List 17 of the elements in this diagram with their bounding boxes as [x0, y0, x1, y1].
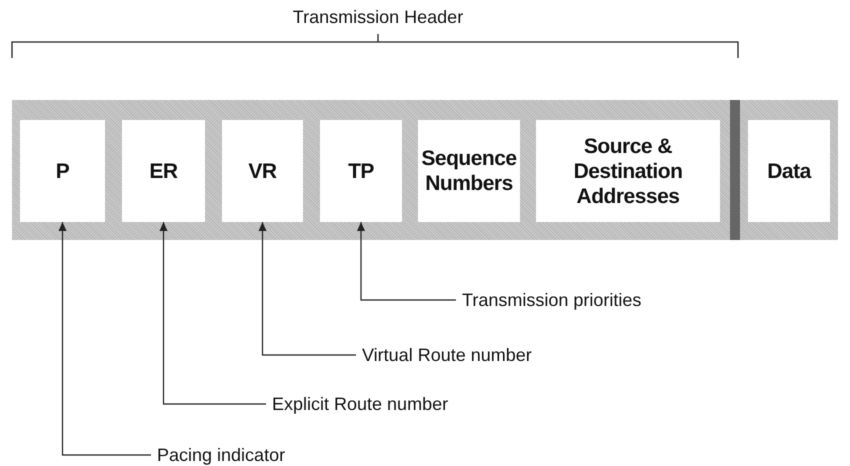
leader-line	[357, 222, 456, 301]
leader-label: Virtual Route number	[362, 344, 532, 366]
field-box: Source & Destination Addresses	[536, 120, 720, 222]
bracket-label: Transmission Header	[292, 6, 464, 28]
field-box: ER	[122, 120, 205, 222]
field-box: VR	[222, 120, 303, 222]
leader-line	[58, 222, 151, 456]
field-box: P	[20, 120, 105, 222]
field-box: Sequence Numbers	[418, 120, 520, 222]
leader-label: Explicit Route number	[272, 393, 448, 415]
field-box: TP	[320, 120, 402, 222]
leader-line	[160, 222, 266, 405]
leader-label: Transmission priorities	[462, 289, 642, 311]
field-box: Data	[748, 120, 830, 222]
leader-line	[258, 222, 356, 356]
leader-label: Pacing indicator	[157, 444, 286, 466]
packet-band	[12, 100, 838, 240]
